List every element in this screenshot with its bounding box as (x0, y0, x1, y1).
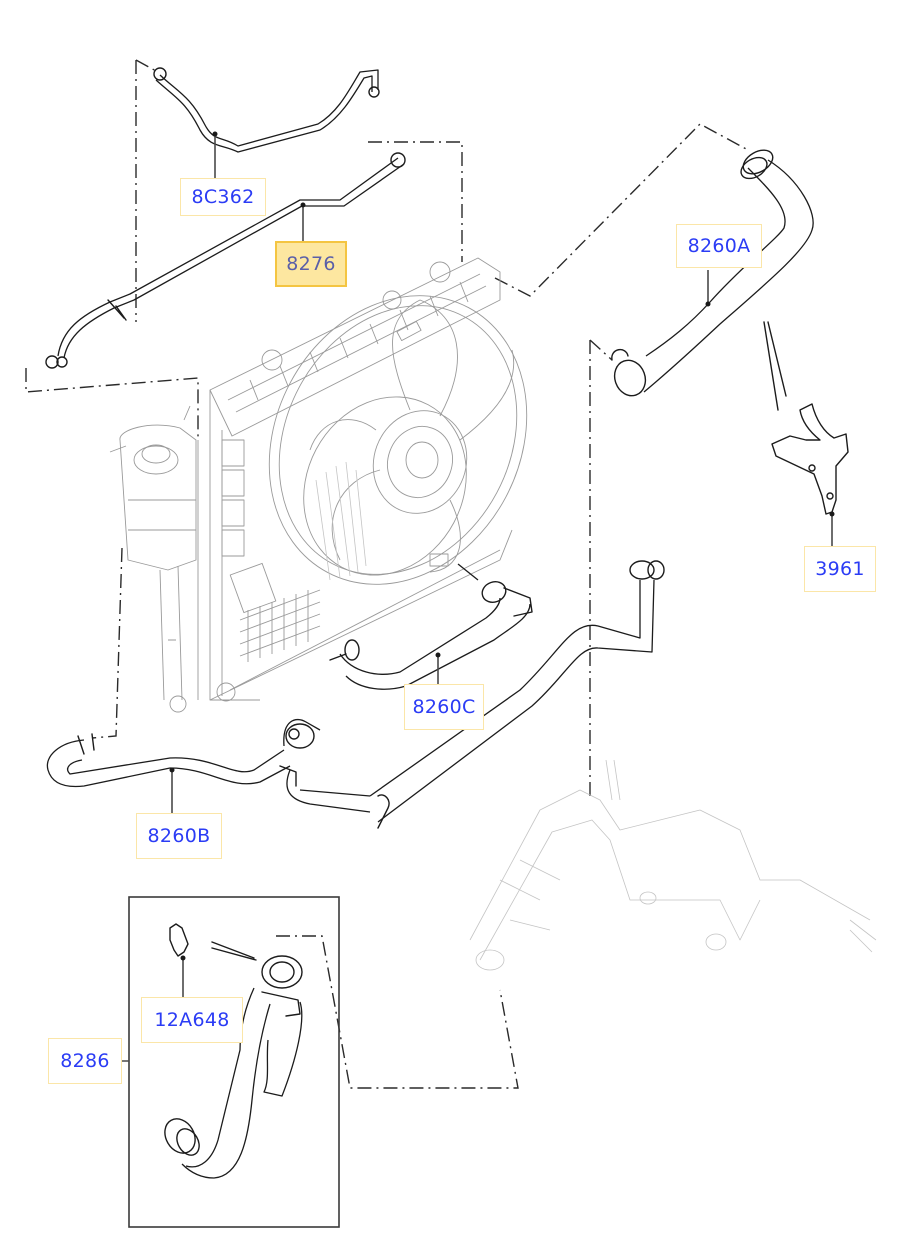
leader-lines (102, 131, 835, 1062)
part-8260a-hose[interactable] (610, 145, 814, 400)
callout-8276[interactable]: 8276 (275, 241, 347, 287)
radiator-assembly (109, 257, 528, 713)
expansion-tank (109, 405, 197, 701)
callout-8c362[interactable]: 8C362 (180, 178, 266, 216)
callout-3961[interactable]: 3961 (804, 546, 876, 592)
callout-8260a[interactable]: 8260A (676, 224, 762, 268)
part-8276-pipe[interactable] (45, 152, 406, 369)
part-8260b-hose[interactable] (46, 560, 665, 829)
part-3961-bracket[interactable] (763, 321, 849, 515)
inset-8286 (128, 896, 340, 1228)
part-8c362-pipe[interactable] (153, 67, 380, 153)
engine-outline (469, 759, 877, 971)
callout-12a648[interactable]: 12A648 (141, 997, 243, 1043)
reference-lines (25, 59, 749, 1089)
callout-8286[interactable]: 8286 (48, 1038, 122, 1084)
callout-8260b[interactable]: 8260B (136, 813, 222, 859)
callout-8260c[interactable]: 8260C (404, 684, 484, 730)
